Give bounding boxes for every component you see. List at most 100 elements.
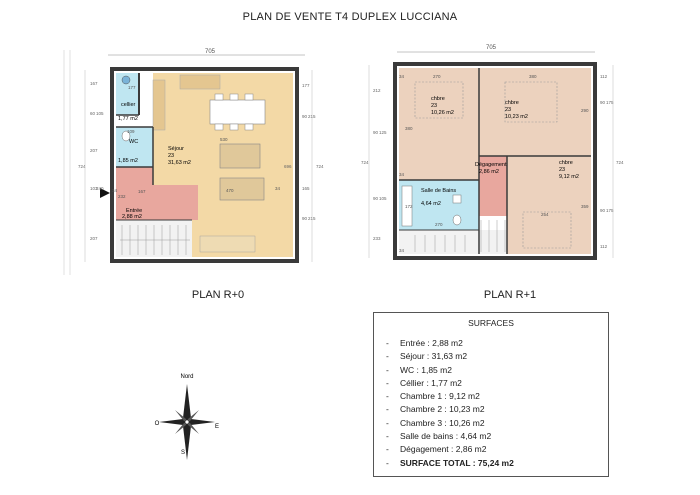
- r0-left-dims: 167 60 105 207 724 103 240 207: [78, 81, 104, 241]
- svg-text:724: 724: [361, 160, 369, 165]
- chbre3-depth: 359: [581, 204, 589, 209]
- r1-dim-34c: 34: [399, 248, 405, 253]
- r1-dim-34a: 34: [399, 74, 405, 79]
- list-item: -WC : 1,85 m2: [386, 364, 452, 375]
- sejour-height: 23: [168, 153, 174, 159]
- svg-text:167: 167: [90, 81, 98, 86]
- r0-dim-34b: 34: [275, 186, 281, 191]
- svg-text:60: 60: [90, 111, 96, 116]
- svg-text:233: 233: [373, 236, 381, 241]
- room-wc: [116, 127, 153, 167]
- svg-text:90: 90: [373, 196, 379, 201]
- list-item: -Chambre 2 : 10,23 m2: [386, 404, 485, 415]
- compass-star-icon: [159, 384, 215, 460]
- sejour-depth: 470: [226, 188, 234, 193]
- entry-arrow: [100, 188, 110, 198]
- degagement-label: Dégagement: [475, 162, 507, 168]
- floor-plan-r1: 705 chbre 23 10,26 m2 270 380 chbre 23 1…: [361, 45, 624, 260]
- surfaces-table: SURFACES -Entrée : 2,88 m2 -Séjour : 31,…: [373, 312, 609, 477]
- svg-text:90: 90: [600, 208, 606, 213]
- sofa: [219, 143, 261, 169]
- room-degagement: [479, 156, 507, 216]
- compass-east: E: [215, 424, 219, 430]
- wc-label: WC: [129, 139, 138, 145]
- list-item: -Chambre 1 : 9,12 m2: [386, 391, 480, 402]
- svg-text:212: 212: [373, 88, 381, 93]
- chbre3-label: chbre: [559, 160, 573, 166]
- svg-text:696: 696: [284, 164, 292, 169]
- chbre1-height: 23: [431, 103, 437, 109]
- svg-text:175: 175: [606, 100, 614, 105]
- svg-text:175: 175: [606, 208, 614, 213]
- cellier-area: 1,77 m2: [118, 116, 138, 122]
- svg-text:207: 207: [90, 236, 98, 241]
- sdb-width: 270: [435, 222, 443, 227]
- chbre2-width: 380: [529, 74, 537, 79]
- svg-text:165: 165: [302, 186, 310, 191]
- svg-text:724: 724: [78, 164, 86, 169]
- svg-text:207: 207: [90, 148, 98, 153]
- sejour-width: 530: [220, 137, 228, 142]
- chbre2-height: 23: [505, 107, 511, 113]
- room-sdb: [399, 180, 479, 230]
- svg-text:240: 240: [96, 186, 104, 191]
- stairs-r0: [120, 225, 190, 255]
- floor-plan-r0: 705 cellier 177 1,77 m2 WC 109 1,85 m2 S…: [63, 49, 324, 275]
- svg-text:90: 90: [302, 216, 308, 221]
- svg-text:103: 103: [90, 186, 98, 191]
- entree-height: 232: [118, 194, 126, 199]
- compass-north: Nord: [180, 374, 193, 380]
- chbre3-area: 9,12 m2: [559, 174, 579, 180]
- entree-label: Entrée: [126, 208, 142, 214]
- room-entree: [116, 167, 153, 220]
- svg-text:112: 112: [600, 244, 608, 249]
- r1-left-dims: 212 90 125 724 90 105 233: [361, 88, 387, 241]
- chbre2-label: chbre: [505, 100, 519, 106]
- stairs-r1: [414, 220, 506, 252]
- svg-text:112: 112: [600, 74, 608, 79]
- sdb-depth: 172: [405, 204, 413, 209]
- r0-width-dim: 705: [205, 49, 216, 55]
- sejour-label: Séjour: [168, 146, 184, 152]
- sejour-area: 31,63 m2: [168, 160, 191, 166]
- chbre1-width: 270: [433, 74, 441, 79]
- r1-right-dims: 112 90 175 724 90 175 112: [600, 74, 624, 249]
- room-entree-hall: [153, 185, 198, 220]
- cellier-dim: 177: [128, 85, 136, 90]
- svg-text:105: 105: [96, 111, 104, 116]
- wc-width: 109: [127, 129, 135, 134]
- r0-outer-walls: [110, 67, 299, 263]
- r1-outer-walls: [393, 62, 597, 260]
- svg-text:724: 724: [616, 160, 624, 165]
- plan-r0-label: PLAN R+0: [191, 289, 245, 301]
- surfaces-list: -Entrée : 2,88 m2 -Séjour : 31,63 m2 -WC…: [386, 337, 514, 470]
- sdb-area: 4,64 m2: [421, 201, 441, 207]
- wc-area: 1,85 m2: [118, 158, 138, 164]
- sdb-label: Salle de Bains: [421, 188, 456, 194]
- list-item: -Salle de bains : 4,64 m2: [386, 431, 492, 442]
- degagement-area: 2,86 m2: [479, 169, 499, 175]
- dining-table: [209, 99, 266, 125]
- entree-area: 2,88 m2: [122, 214, 142, 220]
- surfaces-title: SURFACES: [468, 318, 514, 328]
- r1-dim-34b: 34: [399, 172, 405, 177]
- list-item: -Chambre 3 : 10,26 m2: [386, 417, 485, 428]
- chbre2-depth: 290: [581, 108, 589, 113]
- surface-total: -SURFACE TOTAL : 75,24 m2: [386, 457, 514, 468]
- chbre2-area: 10,23 m2: [505, 114, 528, 120]
- r0-dim-34a: 34: [112, 188, 118, 193]
- plan-r1-label: PLAN R+1: [483, 289, 537, 301]
- room-cellier: [116, 73, 139, 115]
- svg-text:90: 90: [373, 130, 379, 135]
- page-title: PLAN DE VENTE T4 DUPLEX LUCCIANA: [242, 11, 458, 23]
- svg-text:125: 125: [379, 130, 387, 135]
- list-item: -Séjour : 31,63 m2: [386, 351, 468, 362]
- r1-width-dim: 705: [486, 45, 497, 51]
- chbre1-area: 10,26 m2: [431, 110, 454, 116]
- svg-text:177: 177: [302, 83, 310, 88]
- chbre1-label: chbre: [431, 96, 445, 102]
- svg-text:90: 90: [302, 114, 308, 119]
- list-item: -Céllier : 1,77 m2: [386, 377, 462, 388]
- cellier-label: cellier: [121, 102, 136, 108]
- entree-width: 167: [138, 189, 146, 194]
